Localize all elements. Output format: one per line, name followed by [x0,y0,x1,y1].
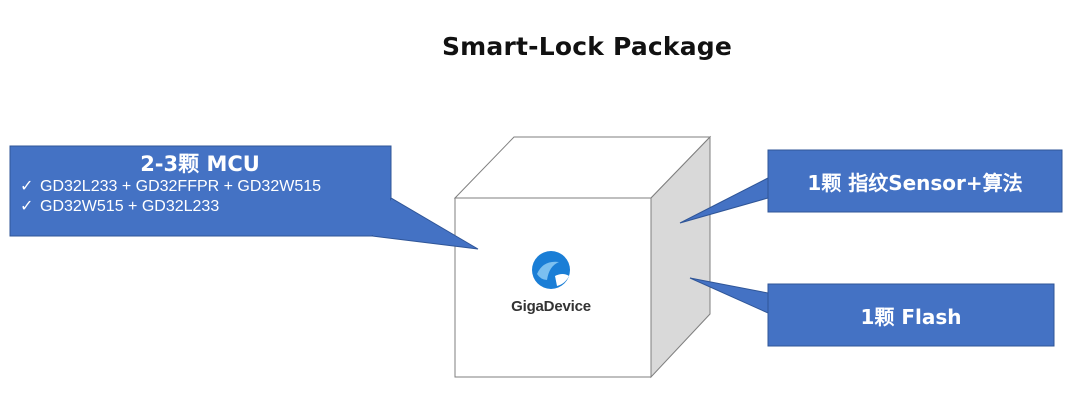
flash-callout-label: 1颗 Flash [860,305,962,329]
gigadevice-logo-icon [532,251,570,289]
flash-callout-shape [689,277,1055,347]
sensor-callout-label: 1颗 指纹Sensor+算法 [807,171,1023,195]
diagram-title: Smart-Lock Package [441,32,733,61]
mcu-combo-text: GD32W515 + GD32L233 [40,198,220,215]
mcu-combo-text: GD32L233 + GD32FFPR + GD32W515 [40,178,322,195]
gigadevice-logo: GigaDevice [496,250,606,315]
sensor-callout-shape [679,149,1063,224]
mcu-callout: 2-3颗 MCU ✓ GD32L233 + GD32FFPR + GD32W515… [12,151,388,217]
left-callout-shape [9,145,479,250]
checkmark-icon: ✓ [20,178,34,195]
mcu-combo-item: ✓ GD32L233 + GD32FFPR + GD32W515 [12,177,388,197]
checkmark-icon: ✓ [20,198,34,215]
mcu-callout-heading: 2-3颗 MCU [140,152,260,176]
gigadevice-logo-text: GigaDevice [511,298,591,315]
mcu-combo-item: ✓ GD32W515 + GD32L233 [12,197,388,217]
